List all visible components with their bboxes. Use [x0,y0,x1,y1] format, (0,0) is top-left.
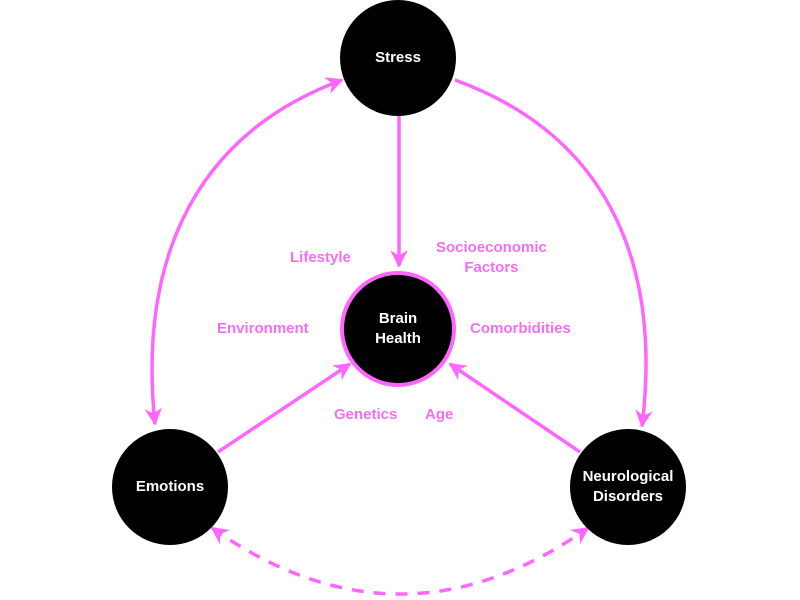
node-neuro-label: Neurological Disorders [582,468,674,505]
factor-socioeconomic: Socioeconomic Factors [436,239,547,276]
node-emotions: Emotions [112,429,228,545]
edge-stress-emotions [144,77,344,426]
node-brain-health: Brain Health [340,271,456,387]
edge-emotions-to-brain [217,362,352,454]
node-stress: Stress [340,0,456,116]
node-brain-health-label: Brain Health [375,310,421,347]
edge-stress-to-neuro [454,78,653,428]
factor-genetics: Genetics [334,406,398,423]
factor-environment: Environment [217,320,309,337]
factor-age: Age [425,406,454,423]
node-stress-label: Stress [375,49,421,66]
node-emotions-label: Emotions [135,478,205,495]
factor-comorbidities: Comorbidities [470,320,571,337]
edge-emotions-neuro-dashed [210,526,590,596]
node-neurological-disorders: Neurological Disorders [570,429,686,545]
factor-lifestyle: Lifestyle [290,249,351,266]
edge-neuro-to-brain [448,362,581,454]
